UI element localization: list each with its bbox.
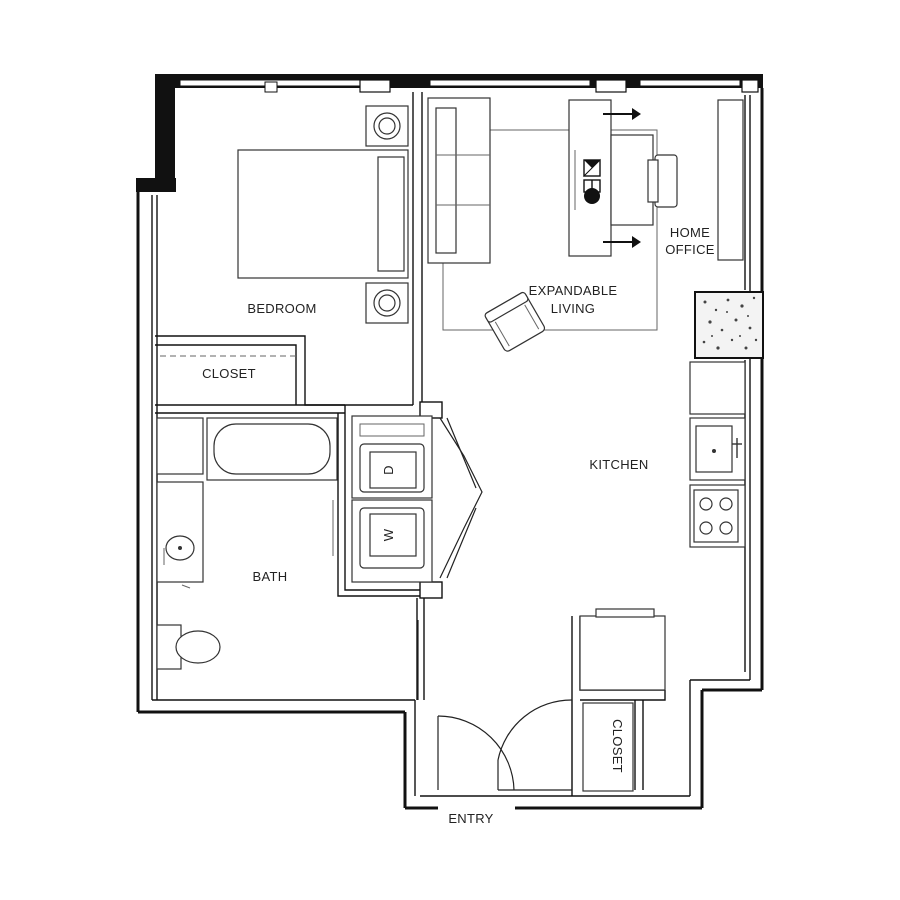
desk-chair [647,154,678,208]
closet-entry-box [582,702,634,792]
bookshelf [717,99,744,261]
linen-cabinet [156,417,204,475]
label-closet-bedroom: CLOSET [202,366,256,381]
cooktop [689,484,746,548]
toilet [156,624,221,670]
vanity [156,481,204,589]
label-entry: ENTRY [448,811,493,826]
label-closet-entry: CLOSET [610,719,625,773]
bathtub [206,417,338,481]
kitchen-sink [695,425,742,473]
label-expandable: EXPANDABLE [529,283,618,298]
label-kitchen: KITCHEN [589,457,648,472]
pantry-granite [694,291,764,359]
expand-arrows [603,108,641,248]
refrigerator [579,608,666,691]
bed [237,149,409,279]
label-bath: BATH [253,569,288,584]
label-office: OFFICE [665,242,714,257]
washer [351,499,433,583]
entry-door [437,699,573,791]
outer-walls [136,88,764,810]
armchair [484,291,546,352]
label-bedroom: BEDROOM [247,301,316,316]
windows [179,79,759,93]
label-dryer: D [381,465,396,475]
label-washer: W [381,528,396,541]
laundry-doors [439,417,483,579]
murphy-desk [568,99,654,257]
dryer [351,415,433,499]
label-living: LIVING [551,301,595,316]
sofa [427,97,491,264]
logo-mark [582,158,601,204]
nightstand-bottom [365,282,409,324]
nightstand-top [365,105,409,147]
label-home: HOME [670,225,710,240]
